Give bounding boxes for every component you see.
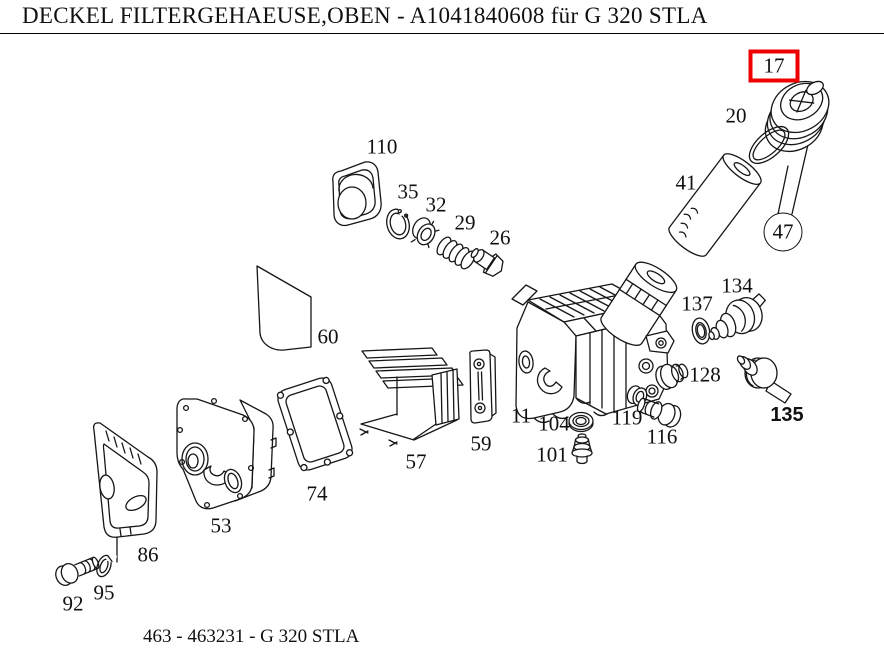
part-57-cooler-drawing bbox=[359, 347, 464, 447]
part-callout-104[interactable]: 104 bbox=[538, 411, 570, 436]
part-26-plug-drawing bbox=[470, 248, 504, 277]
part-callout-137[interactable]: 137 bbox=[681, 291, 713, 316]
part-callout-134[interactable]: 134 bbox=[721, 273, 753, 298]
part-callout-35[interactable]: 35 bbox=[397, 179, 419, 204]
part-74-gasket-drawing bbox=[276, 376, 354, 472]
part-callout-47[interactable]: 47 bbox=[763, 212, 803, 252]
part-callout-135[interactable]: 135 bbox=[770, 404, 804, 426]
part-callout-57[interactable]: 57 bbox=[405, 449, 427, 474]
part-32-valve-drawing bbox=[410, 217, 440, 249]
page-title: DECKEL FILTERGEHAEUSE,OBEN - A1041840608… bbox=[22, 3, 708, 28]
part-callout-116[interactable]: 116 bbox=[646, 424, 678, 449]
part-callout-95[interactable]: 95 bbox=[93, 580, 115, 605]
part-86-cover-drawing bbox=[92, 422, 158, 563]
part-callout-17[interactable]: 17 bbox=[748, 49, 800, 83]
part-92-bolt-drawing bbox=[55, 556, 100, 587]
part-callout-20[interactable]: 20 bbox=[725, 103, 747, 128]
part-104-seal-drawing bbox=[568, 411, 594, 433]
part-callout-101[interactable]: 101 bbox=[536, 442, 568, 467]
part-callout-128[interactable]: 128 bbox=[689, 362, 721, 387]
part-callout-41[interactable]: 41 bbox=[675, 170, 697, 195]
part-119-ring-drawing bbox=[626, 385, 648, 407]
title-divider bbox=[0, 33, 884, 34]
part-callout-86[interactable]: 86 bbox=[137, 542, 159, 567]
part-53-cover-drawing bbox=[176, 397, 277, 510]
part-callout-110[interactable]: 110 bbox=[366, 134, 398, 159]
part-101-plug-drawing bbox=[571, 433, 593, 465]
part-callout-92[interactable]: 92 bbox=[62, 591, 84, 616]
part-callout-60[interactable]: 60 bbox=[317, 324, 339, 349]
part-59-bracket-drawing bbox=[469, 349, 497, 424]
part-135-sensor-drawing bbox=[736, 355, 792, 404]
part-callout-32[interactable]: 32 bbox=[425, 192, 447, 217]
part-callout-74[interactable]: 74 bbox=[306, 481, 328, 506]
part-35-snap-ring-drawing bbox=[386, 202, 413, 240]
part-callout-53[interactable]: 53 bbox=[210, 513, 232, 538]
part-callout-119[interactable]: 119 bbox=[611, 405, 643, 430]
part-116-bolt-drawing bbox=[636, 397, 682, 428]
part-callout-29[interactable]: 29 bbox=[454, 210, 476, 235]
part-41-filter-element-drawing bbox=[668, 153, 762, 257]
part-11-housing-drawing bbox=[511, 261, 678, 424]
part-callout-59[interactable]: 59 bbox=[470, 431, 492, 456]
part-137-seal-drawing bbox=[691, 317, 711, 345]
part-callout-11[interactable]: 11 bbox=[510, 403, 532, 428]
catalog-caption: 463 - 463231 - G 320 STLA bbox=[143, 626, 360, 647]
part-60-plate-drawing bbox=[256, 265, 312, 351]
part-20-oring-drawing bbox=[748, 125, 790, 165]
part-134-sensor-drawing bbox=[708, 293, 766, 341]
part-95-washer-drawing bbox=[96, 552, 118, 578]
part-callout-26[interactable]: 26 bbox=[489, 225, 511, 250]
part-110-gasket-drawing bbox=[332, 161, 382, 227]
part-128-plug-drawing bbox=[655, 363, 689, 390]
part-17-cap-drawing bbox=[764, 80, 830, 153]
